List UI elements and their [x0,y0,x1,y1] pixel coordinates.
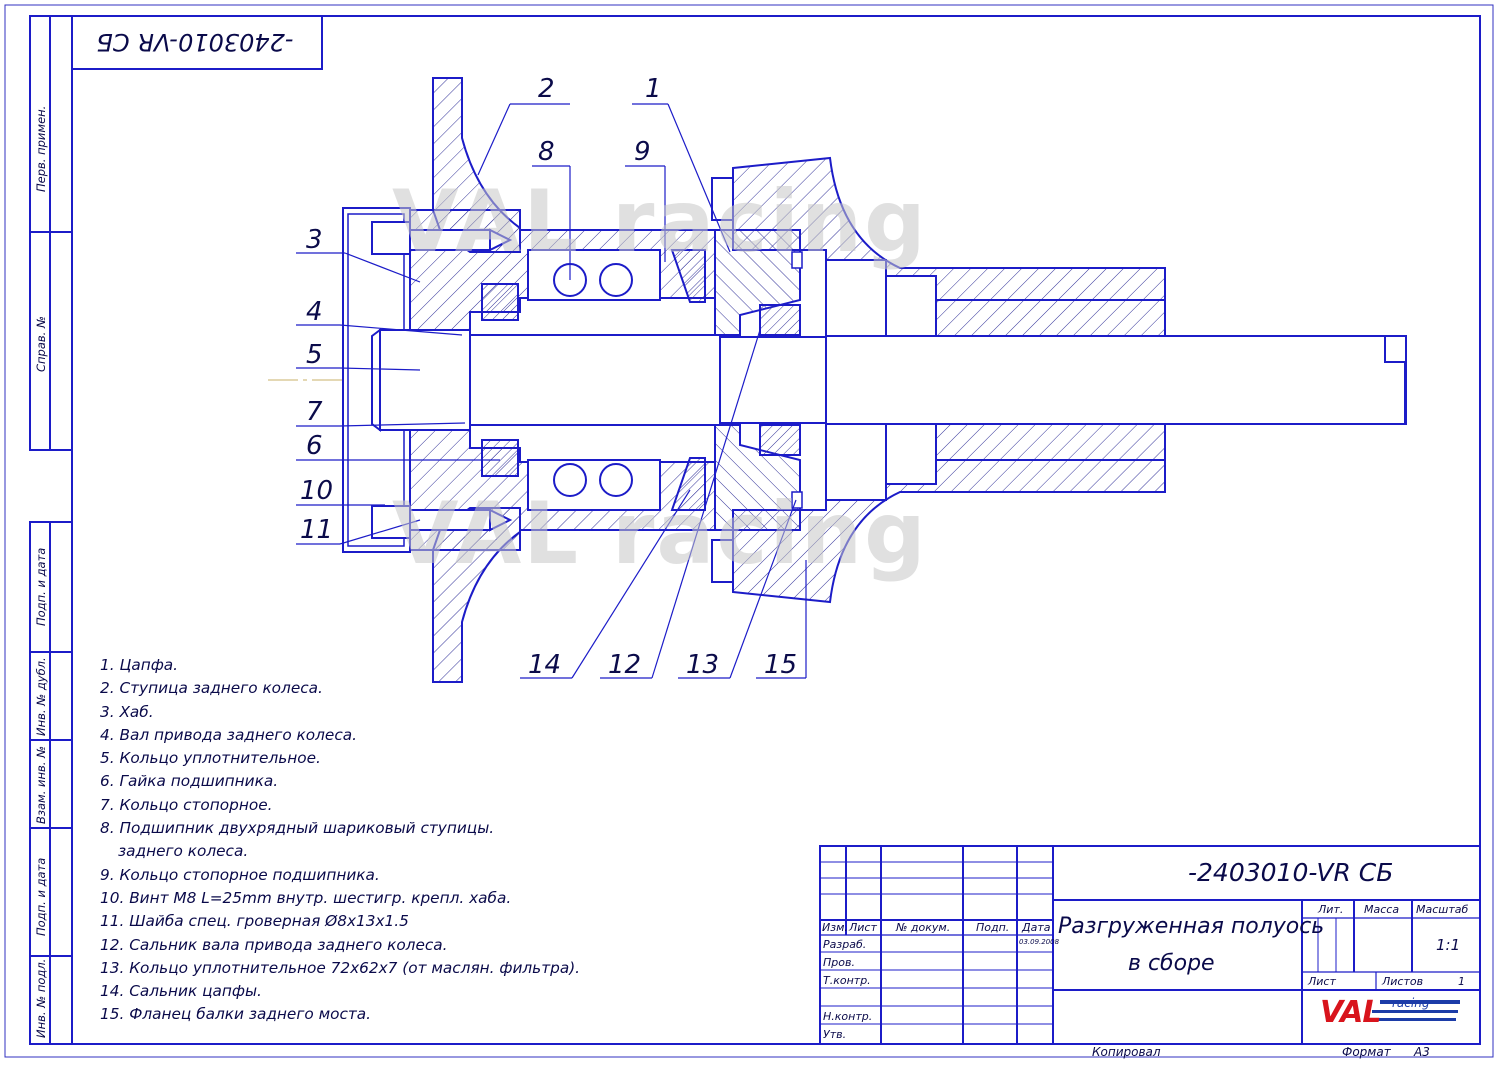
callout-7: 7 [306,397,323,427]
listov-value: 1 [1458,975,1465,988]
parts-list-item: 14. Сальник цапфы. [100,982,262,1001]
watermark-top: VAL racing [392,172,928,272]
parts-list-item: 13. Кольцо уплотнительное 72x62x7 (от ма… [100,958,581,977]
hub-assembly-section [342,77,1407,683]
callout-15: 15 [764,650,798,680]
title-block-lines [819,845,1481,1045]
parts-list-item: 1. Цапфа. [100,656,179,674]
callout-13: 13 [686,650,720,680]
racing-logo-text: racing [1392,996,1430,1010]
parts-list-item: 5. Кольцо уплотнительное. [100,749,321,768]
callout-12: 12 [608,650,642,680]
watermark-bottom: VAL racing [392,484,928,584]
callout-10: 10 [300,476,334,506]
side-label-vzam-inv: Взам. инв. № [34,745,48,824]
format-label: Формат [1342,1045,1391,1059]
side-strip [29,15,73,1045]
date-value: 03.09.2008 [1019,938,1060,946]
callout-6: 6 [306,431,323,461]
side-label-perv-primen: Перв. примен. [34,105,48,192]
parts-list-item: 8. Подшипник двухрядный шариковый ступиц… [100,819,495,838]
col-doc: № докум. [896,921,951,934]
callout-8: 8 [538,137,555,167]
val-racing-logo-graphic [1364,1000,1460,1021]
list-label: Лист [1308,975,1336,988]
title-block-title-line2: в сборе [1128,951,1215,976]
callout-3: 3 [306,225,323,255]
parts-list-item: заднего колеса. [118,842,249,861]
callout-1: 1 [645,74,662,104]
parts-list-item: 15. Фланец балки заднего моста. [100,1005,372,1024]
side-label-inv-podl: Инв. № подл. [34,958,48,1038]
leader-lines [296,103,807,679]
lit-header: Лит. [1318,903,1344,916]
listov-label: Листов [1382,975,1424,988]
top-stamp-box [71,15,323,70]
parts-list-item: 6. Гайка подшипника. [100,772,279,791]
val-logo-text: VAL [1320,995,1382,1030]
callout-4: 4 [306,297,323,327]
parts-list: 1. Цапфа. 2. Ступица заднего колеса. 3. … [100,654,740,1027]
top-stamp-designation: -2403010-VR СБ [96,28,294,56]
parts-list-item: 11. Шайба спец. гроверная Ø8x13x1.5 [100,912,409,931]
col-podp: Подп. [976,921,1010,934]
title-block-title-line1: Разгруженная полуось [1058,914,1325,939]
parts-list-item: 12. Сальник вала привода заднего колеса. [100,935,448,954]
callout-9: 9 [634,137,651,167]
format-value: А3 [1414,1045,1430,1059]
side-label-sprav-no: Справ. № [34,316,48,372]
side-label-podp-data-1: Подп. и дата [34,547,48,626]
title-block-designation: -2403010-VR СБ [1188,858,1394,887]
parts-list-item: 7. Кольцо стопорное. [100,795,273,814]
parts-list-item: 2. Ступица заднего колеса. [100,679,323,698]
parts-list-item: 10. Винт М8 L=25mm внутр. шестигр. крепл… [100,888,512,907]
outer-frame [4,4,1494,1058]
massa-header: Масса [1364,903,1400,916]
kopiroval-label: Копировал [1092,1045,1161,1059]
row-tkontr: Т.контр. [823,974,871,987]
parts-list-item: 3. Хаб. [100,702,154,721]
callout-14: 14 [528,650,562,680]
side-label-inv-dubl: Инв. № дубл. [34,657,48,736]
callout-5: 5 [306,340,323,370]
parts-list-item: 9. Кольцо стопорное подшипника. [100,865,380,884]
col-list: Лист [849,921,877,934]
col-data: Дата [1022,921,1051,934]
row-utv: Утв. [823,1028,847,1041]
row-nkontr: Н.контр. [823,1010,873,1023]
scale-value: 1:1 [1436,936,1461,954]
row-prov: Пров. [823,956,855,969]
row-razrab: Разраб. [823,938,867,951]
parts-list-item: 4. Вал привода заднего колеса. [100,725,357,744]
side-label-podp-data-2: Подп. и дата [34,857,48,936]
col-izm: Изм. [822,921,848,934]
masshtab-header: Масштаб [1416,903,1469,916]
callout-11: 11 [300,515,334,545]
callout-2: 2 [538,74,555,104]
